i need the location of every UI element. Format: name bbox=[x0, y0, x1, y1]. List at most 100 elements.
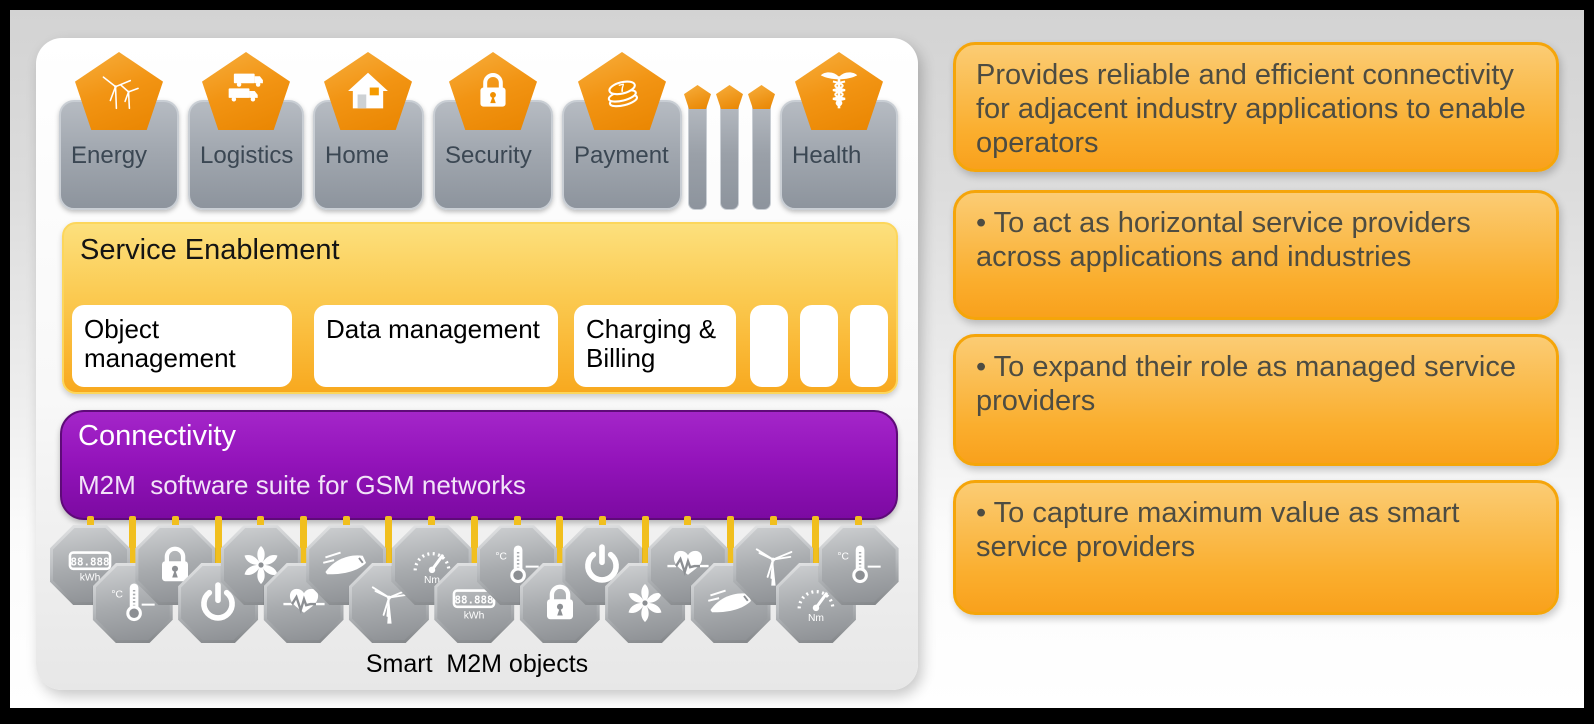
connector-line bbox=[171, 516, 179, 565]
placeholder-pentagon-icon bbox=[684, 85, 711, 109]
connectivity-subtitle: M2M software suite for GSM networks bbox=[78, 470, 526, 500]
smart-object-fan-icon bbox=[605, 563, 686, 643]
smart-object-gauge-icon: Nm bbox=[391, 525, 472, 605]
smart-object-gauge-icon: Nm bbox=[775, 563, 856, 643]
smart-object-padlock-icon bbox=[519, 563, 600, 643]
connector-line bbox=[86, 516, 94, 565]
connector-line bbox=[769, 516, 777, 565]
smart-object-wind-turbine-icon bbox=[348, 563, 429, 643]
gauge-icon: Nm bbox=[394, 528, 469, 602]
svg-text:Nm: Nm bbox=[808, 613, 824, 624]
train-icon bbox=[309, 528, 384, 602]
svg-text:88.888: 88.888 bbox=[70, 556, 109, 569]
category-placeholder-bar bbox=[688, 100, 707, 210]
connector-line bbox=[385, 516, 393, 603]
category-placeholder-bar bbox=[752, 100, 771, 210]
smart-object-train-icon bbox=[306, 525, 387, 605]
connector-line bbox=[300, 516, 307, 603]
benefit-box-1: Provides reliable and efficient connecti… bbox=[953, 42, 1559, 172]
module-object-management: Object management bbox=[72, 305, 292, 387]
kwh-meter-icon: 88.888 kWh bbox=[437, 566, 512, 640]
coins-icon: 7 bbox=[578, 52, 666, 130]
benefit-box-3: • To expand their role as managed servic… bbox=[953, 334, 1559, 466]
kwh-meter-icon: 88.888 kWh bbox=[53, 528, 127, 602]
padlock-icon bbox=[138, 528, 213, 602]
wind-turbine-icon bbox=[75, 52, 163, 130]
category-placeholder-bar bbox=[720, 100, 739, 210]
svg-text:7: 7 bbox=[618, 82, 627, 95]
svg-text:kWh: kWh bbox=[80, 573, 101, 584]
smart-object-fan-icon bbox=[220, 525, 301, 605]
connectivity-layer: Connectivity M2M software suite for GSM … bbox=[60, 410, 898, 520]
category-label: Payment bbox=[574, 142, 669, 169]
connector-line bbox=[129, 516, 137, 603]
category-label: Security bbox=[445, 142, 532, 169]
connector-line bbox=[342, 516, 350, 565]
train-icon bbox=[693, 566, 768, 640]
smart-object-kwh-meter-icon: 88.888 kWh bbox=[434, 563, 515, 643]
category-label: Health bbox=[792, 142, 862, 169]
connector-line bbox=[556, 516, 564, 603]
category-home: Home bbox=[313, 100, 424, 210]
smart-object-padlock-icon bbox=[135, 525, 216, 605]
wind-turbine-icon bbox=[351, 566, 426, 640]
smart-object-wind-turbine-icon bbox=[733, 525, 814, 605]
smart-object-thermometer-icon: °C bbox=[92, 563, 173, 643]
thermometer-icon: °C bbox=[821, 528, 896, 602]
connectivity-title: Connectivity bbox=[78, 420, 236, 452]
service-enablement-title: Service Enablement bbox=[80, 234, 340, 266]
module-charging-billing: Charging & Billing bbox=[574, 305, 736, 387]
module-placeholder bbox=[850, 305, 888, 387]
fan-icon bbox=[223, 528, 298, 602]
wind-turbine-icon bbox=[736, 528, 811, 602]
smart-objects-caption: Smart M2M objects bbox=[365, 650, 589, 678]
connector-line bbox=[598, 516, 606, 565]
connector-line bbox=[684, 516, 692, 565]
power-icon bbox=[181, 566, 256, 640]
category-label: Home bbox=[325, 142, 390, 169]
smart-object-thermometer-icon: °C bbox=[477, 525, 557, 605]
category-label: Logistics bbox=[200, 142, 294, 169]
smart-object-power-icon bbox=[562, 525, 643, 605]
connector-line bbox=[513, 516, 521, 565]
padlock-icon bbox=[522, 566, 597, 640]
connector-line bbox=[641, 516, 649, 603]
connector-line bbox=[428, 516, 436, 565]
module-data-management: Data management bbox=[314, 305, 558, 387]
connector-line bbox=[855, 516, 863, 565]
smart-object-kwh-meter-icon: 88.888 kWh bbox=[50, 525, 130, 605]
module-placeholder bbox=[800, 305, 838, 387]
smart-object-heartbeat-icon bbox=[263, 563, 344, 643]
smart-object-power-icon bbox=[178, 563, 259, 643]
connector-line bbox=[257, 516, 265, 565]
placeholder-pentagon-icon bbox=[716, 85, 743, 109]
svg-text:kWh: kWh bbox=[464, 611, 485, 622]
svg-text:Nm: Nm bbox=[424, 575, 440, 586]
smart-object-heartbeat-icon bbox=[647, 525, 728, 605]
svg-text:88.888: 88.888 bbox=[455, 594, 494, 607]
module-placeholder bbox=[750, 305, 788, 387]
heartbeat-icon bbox=[650, 528, 725, 602]
placeholder-pentagon-icon bbox=[748, 85, 775, 109]
smart-object-thermometer-icon: °C bbox=[818, 525, 899, 605]
m2m-platform-card: Energy Logistics Home Security Payment H… bbox=[36, 38, 918, 690]
gauge-icon: Nm bbox=[778, 566, 853, 640]
svg-text:°C: °C bbox=[111, 590, 123, 601]
svg-text:°C: °C bbox=[837, 552, 849, 563]
connector-line bbox=[214, 516, 222, 603]
thermometer-icon: °C bbox=[480, 528, 554, 602]
service-enablement-layer: Service Enablement Object management Dat… bbox=[62, 222, 898, 394]
heartbeat-icon bbox=[266, 566, 341, 640]
caduceus-icon bbox=[795, 52, 883, 130]
thermometer-icon: °C bbox=[95, 566, 170, 640]
smart-object-train-icon bbox=[690, 563, 771, 643]
fan-icon bbox=[608, 566, 683, 640]
category-label: Energy bbox=[71, 142, 148, 169]
connector-line bbox=[812, 516, 820, 603]
svg-text:°C: °C bbox=[495, 552, 507, 563]
trucks-icon bbox=[202, 52, 290, 130]
benefit-box-4: • To capture maximum value as smart serv… bbox=[953, 480, 1559, 615]
padlock-icon bbox=[449, 52, 537, 130]
house-icon bbox=[324, 52, 412, 130]
